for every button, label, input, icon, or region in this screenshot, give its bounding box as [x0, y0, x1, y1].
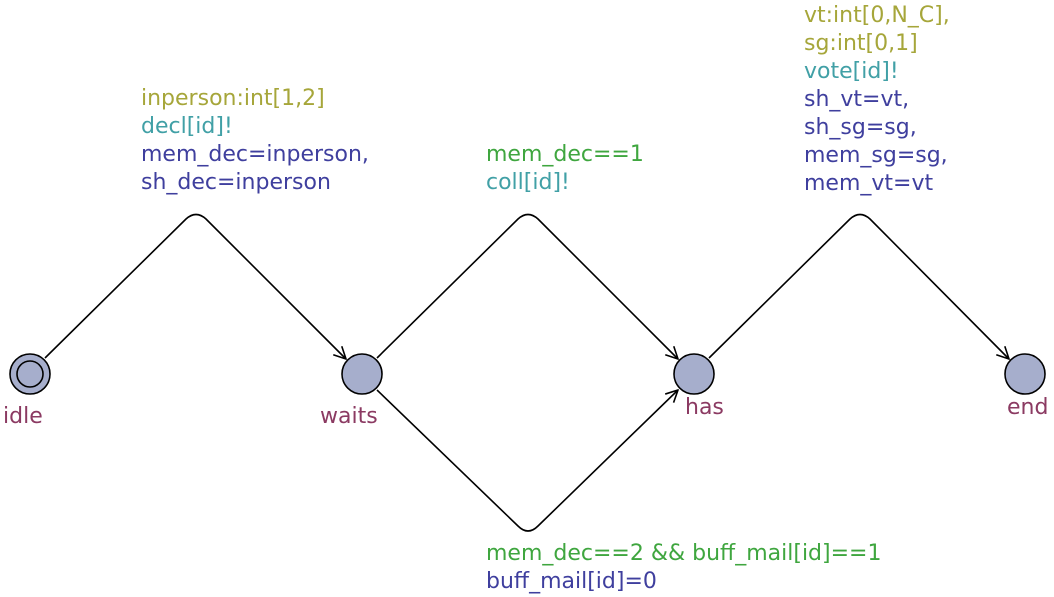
edge-update-label: mem_dec=inperson, [141, 142, 369, 167]
edge-guard-label: mem_dec==2 && buff_mail[id]==1 [486, 541, 882, 566]
initial-marker [16, 360, 44, 388]
edge-update-label: mem_sg=sg, [804, 143, 948, 168]
edge-idle-to-waits[interactable] [44, 213, 346, 360]
location-has[interactable] [673, 353, 715, 395]
edge-waits-to-has-top[interactable] [376, 213, 678, 360]
location-waits[interactable] [341, 353, 383, 395]
location-name-end: end [1007, 395, 1049, 420]
edge-sync-label: vote[id]! [804, 59, 899, 84]
edge-select-label: inperson:int[1,2] [141, 86, 325, 111]
edge-select-label: sg:int[0,1] [804, 31, 918, 56]
edge-update-label: sh_vt=vt, [804, 87, 910, 112]
edge-update-label: sh_dec=inperson [141, 170, 331, 195]
location-name-has: has [685, 395, 724, 420]
edge-sync-label: decl[id]! [141, 114, 233, 139]
edge-has-to-end[interactable] [708, 213, 1009, 360]
edge-waits-to-has-bottom[interactable] [376, 390, 678, 532]
edge-update-label: buff_mail[id]=0 [486, 569, 657, 594]
edge-guard-label: mem_dec==1 [486, 142, 644, 167]
location-end[interactable] [1004, 353, 1046, 395]
edge-sync-label: coll[id]! [486, 170, 570, 195]
location-name-waits: waits [320, 404, 378, 429]
edge-select-label: vt:int[0,N_C], [804, 3, 950, 28]
location-idle[interactable] [9, 353, 51, 395]
location-name-idle: idle [3, 404, 43, 429]
edge-update-label: sh_sg=sg, [804, 115, 917, 140]
edge-update-label: mem_vt=vt [804, 171, 934, 196]
